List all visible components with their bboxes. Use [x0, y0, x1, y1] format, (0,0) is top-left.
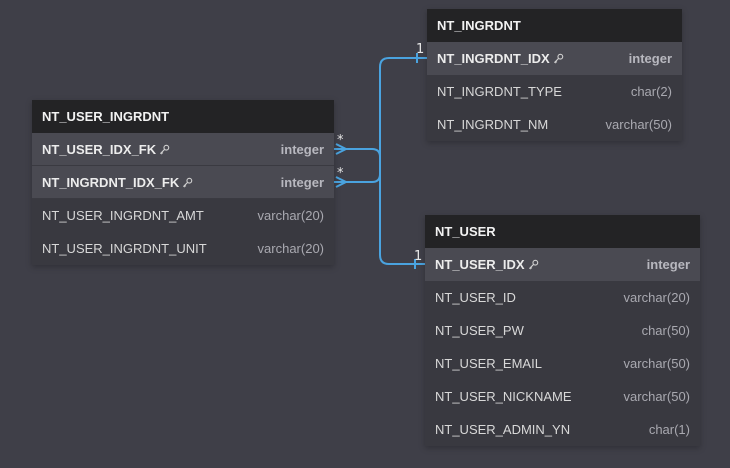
table-row[interactable]: NT_USER_ADMIN_YN char(1) [425, 413, 700, 446]
column-name: NT_INGRDNT_IDX_FK [42, 174, 180, 190]
column-name: NT_USER_INGRDNT_AMT [42, 208, 204, 223]
cardinality-one-user: 1 [414, 249, 423, 264]
table-row[interactable]: NT_USER_IDX integer [425, 248, 700, 281]
key-icon [553, 53, 563, 64]
table-row[interactable]: NT_USER_IDX_FK integer [32, 133, 334, 166]
column-name: NT_USER_INGRDNT_UNIT [42, 241, 207, 256]
column-type: integer [280, 141, 324, 157]
table-row[interactable]: NT_INGRDNT_IDX integer [427, 42, 682, 75]
column-type: varchar(20) [257, 208, 324, 223]
relation-user-line [334, 148, 425, 265]
column-type: integer [646, 257, 690, 272]
table-row[interactable]: NT_INGRDNT_TYPE char(2) [427, 75, 682, 108]
key-icon [183, 177, 193, 187]
column-type: char(50) [641, 323, 690, 338]
column-name: NT_USER_ID [435, 290, 516, 305]
column-name: NT_INGRDNT_NM [437, 117, 549, 132]
column-type: char(2) [630, 84, 672, 99]
table-header[interactable]: NT_USER_INGRDNT [32, 100, 334, 133]
key-icon [528, 259, 538, 270]
many-marker-ingrdnt [335, 176, 349, 188]
column-type: char(1) [648, 422, 690, 437]
column-type: varchar(20) [623, 290, 690, 305]
column-type: integer [280, 174, 324, 190]
column-name: NT_INGRDNT_IDX [437, 51, 550, 66]
column-type: varchar(50) [623, 356, 690, 371]
column-type: varchar(20) [257, 241, 324, 256]
table-row[interactable]: NT_USER_PW char(50) [425, 314, 700, 347]
cardinality-one-ingrdnt: 1 [416, 42, 425, 57]
table-nt-ingrdnt[interactable]: NT_INGRDNT NT_INGRDNT_IDX integer NT_ING… [427, 9, 682, 141]
table-header[interactable]: NT_INGRDNT [427, 9, 682, 42]
many-marker-user [335, 143, 349, 155]
column-name: NT_USER_IDX_FK [42, 141, 157, 157]
table-header[interactable]: NT_USER [425, 215, 700, 248]
table-row[interactable]: NT_USER_ID varchar(20) [425, 281, 700, 314]
table-row[interactable]: NT_USER_NICKNAME varchar(50) [425, 380, 700, 413]
cardinality-many-ingrdnt: * [337, 166, 344, 181]
column-name: NT_INGRDNT_TYPE [437, 84, 562, 99]
table-row[interactable]: NT_INGRDNT_NM varchar(50) [427, 108, 682, 141]
table-row[interactable]: NT_USER_INGRDNT_AMT varchar(20) [32, 199, 334, 232]
column-name: NT_USER_IDX [435, 257, 525, 272]
table-row[interactable]: NT_INGRDNT_IDX_FK integer [32, 166, 334, 199]
table-nt-user-ingrdnt[interactable]: NT_USER_INGRDNT NT_USER_IDX_FK integer N… [32, 100, 334, 265]
cardinality-many-user: * [337, 133, 344, 148]
column-name: NT_USER_PW [435, 323, 524, 338]
table-row[interactable]: NT_USER_INGRDNT_UNIT varchar(20) [32, 232, 334, 265]
column-type: varchar(50) [605, 117, 672, 132]
table-nt-user[interactable]: NT_USER NT_USER_IDX integer NT_USER_ID v… [425, 215, 700, 446]
column-type: varchar(50) [623, 389, 690, 404]
relation-ingrdnt-line [334, 57, 427, 183]
column-type: integer [628, 51, 672, 66]
column-name: NT_USER_ADMIN_YN [435, 422, 571, 437]
table-row[interactable]: NT_USER_EMAIL varchar(50) [425, 347, 700, 380]
column-name: NT_USER_EMAIL [435, 356, 542, 371]
column-name: NT_USER_NICKNAME [435, 389, 572, 404]
key-icon [160, 144, 170, 154]
